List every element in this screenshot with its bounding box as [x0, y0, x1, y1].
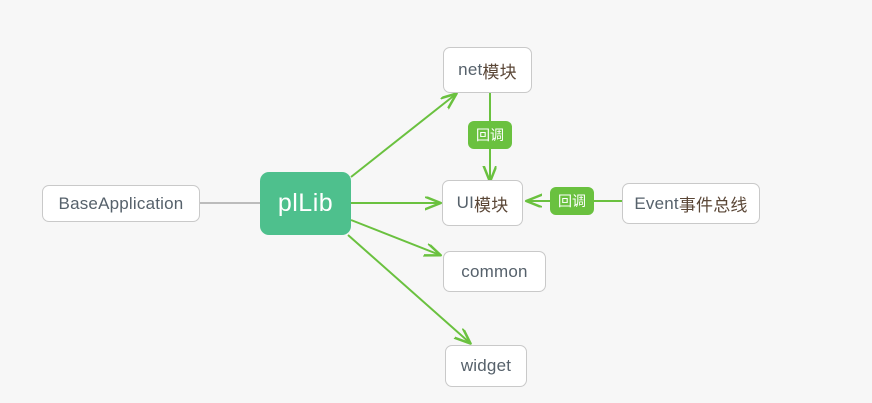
node-event-bus-label-latin: Event: [634, 193, 679, 213]
node-pllib[interactable]: plLib: [260, 172, 351, 235]
node-baseapplication[interactable]: BaseApplication: [42, 185, 200, 222]
edge-pllib-to-net-module: [350, 94, 456, 178]
node-widget[interactable]: widget: [445, 345, 527, 387]
edge-pllib-to-common: [350, 219, 440, 255]
node-net-module-label-latin: net: [458, 60, 483, 79]
badge-callback-event-ui[interactable]: 回调: [550, 187, 594, 215]
node-ui-module-label-cjk: 模块: [474, 195, 509, 215]
node-common[interactable]: common: [443, 251, 546, 292]
node-common-label: common: [461, 261, 528, 281]
badge-callback-net-ui-label: 回调: [476, 127, 504, 143]
node-baseapplication-label: BaseApplication: [58, 193, 184, 213]
node-event-bus-label-cjk: 事件总线: [678, 196, 748, 215]
node-net-module-label-cjk: 模块: [482, 62, 517, 82]
node-pllib-label: plLib: [277, 189, 334, 217]
badge-callback-net-ui[interactable]: 回调: [468, 121, 512, 149]
node-ui-module-label-latin: UI: [456, 193, 474, 212]
node-widget-label: widget: [460, 356, 512, 375]
badge-callback-event-ui-label: 回调: [558, 193, 586, 209]
